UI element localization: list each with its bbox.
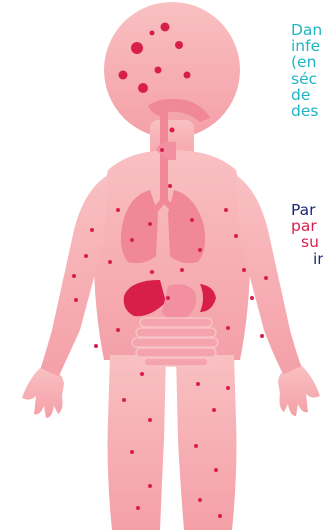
text-line: des [291,103,322,119]
text-line: Dan [291,22,322,38]
text-line: (en [291,54,322,70]
text-line: par [291,218,323,234]
text-block-1: Dan infe (en séc de des [291,22,322,119]
text-line: in [313,251,323,267]
intestines [132,318,218,366]
text-block-2: Par par su in [291,202,323,267]
text-line: séc [291,71,322,87]
body-silhouette [22,2,320,530]
text-line: de [291,87,322,103]
text-line: infe [291,38,322,54]
text-line: su [301,234,323,250]
text-line: Par [291,202,323,218]
